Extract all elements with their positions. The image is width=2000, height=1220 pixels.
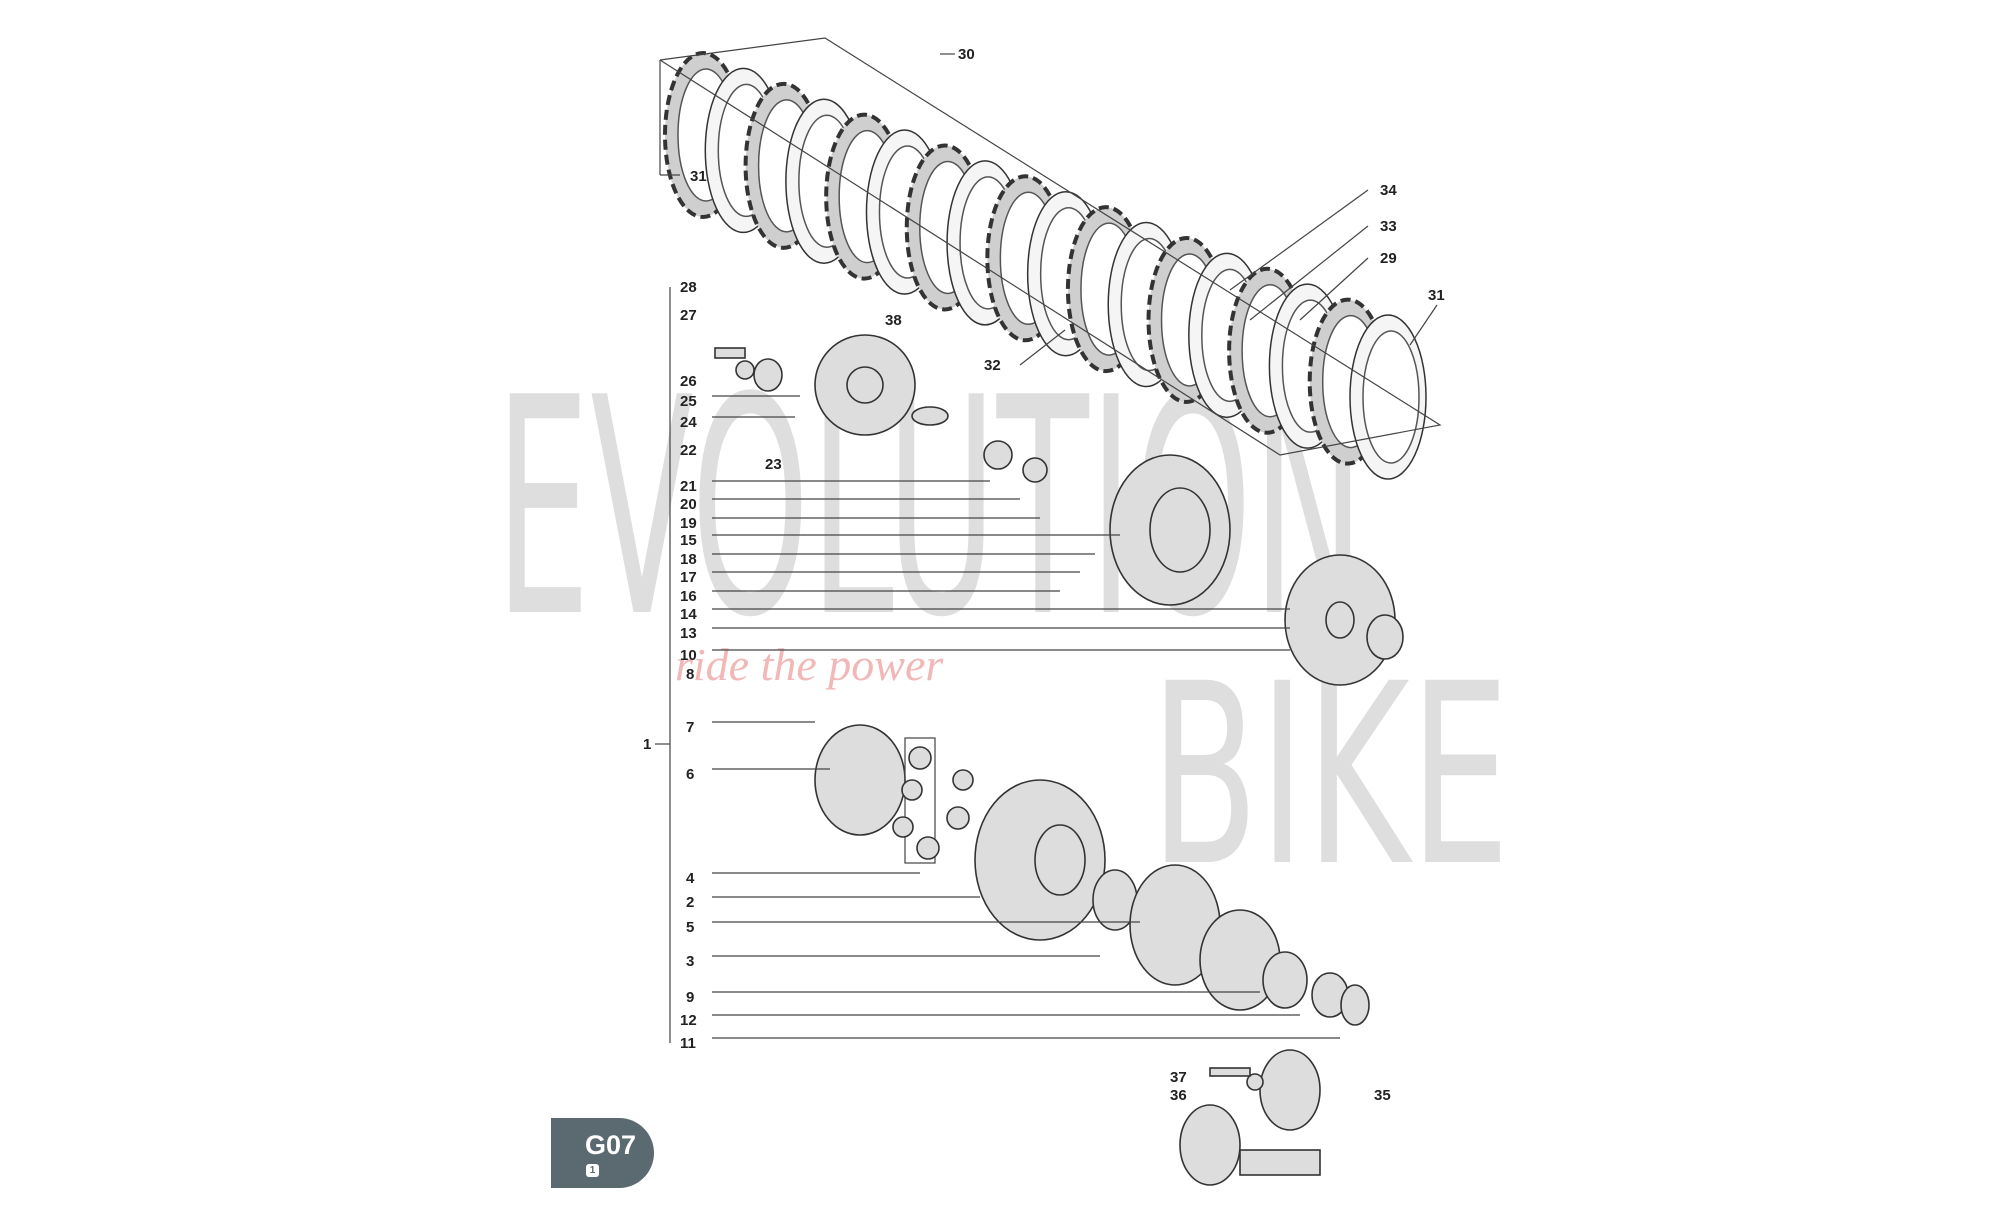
callout-25: 25 bbox=[680, 393, 697, 410]
callout-6: 6 bbox=[686, 766, 694, 783]
spring-bolts bbox=[714, 347, 949, 426]
callout-19: 19 bbox=[680, 515, 697, 532]
callout-11: 11 bbox=[680, 1035, 696, 1052]
callout-30: 30 bbox=[958, 46, 975, 63]
watermark-slogan: ride the power bbox=[675, 639, 944, 690]
callout-31: 31 bbox=[690, 168, 707, 185]
callout-16: 16 bbox=[680, 588, 697, 605]
callout-12: 12 bbox=[680, 1012, 697, 1029]
callout-2: 2 bbox=[686, 894, 694, 911]
callout-33: 33 bbox=[1380, 218, 1397, 235]
plate-leader-lines bbox=[659, 37, 1442, 456]
callout-31-right: 31 bbox=[1428, 287, 1445, 304]
pressure-plate bbox=[814, 334, 916, 436]
callout-10: 10 bbox=[680, 647, 697, 664]
callout-7: 7 bbox=[686, 719, 694, 736]
callout-5: 5 bbox=[686, 919, 694, 936]
callout-32: 32 bbox=[984, 357, 1001, 374]
callout-14: 14 bbox=[680, 606, 697, 623]
callout-37: 37 bbox=[1170, 1069, 1187, 1086]
callout-8: 8 bbox=[686, 666, 694, 683]
callout-9: 9 bbox=[686, 989, 694, 1006]
callout-13: 13 bbox=[680, 625, 697, 642]
section-code: G07 bbox=[585, 1130, 637, 1160]
callout-1: 1 bbox=[643, 736, 651, 753]
callout-35: 35 bbox=[1374, 1087, 1391, 1104]
callout-bracket bbox=[655, 287, 671, 1043]
plate-bore bbox=[1362, 330, 1420, 464]
callout-29: 29 bbox=[1380, 250, 1397, 267]
drive-plate bbox=[1284, 554, 1404, 686]
callout-21: 21 bbox=[680, 478, 697, 495]
section-badge: G07 1 bbox=[551, 1118, 654, 1188]
callout-4: 4 bbox=[686, 870, 695, 887]
clutch-hub bbox=[983, 440, 1231, 606]
callout-labels: 30 31 34 33 29 31 32 38 23 28 27 26 25 2… bbox=[643, 46, 1445, 1104]
dampers bbox=[892, 737, 974, 864]
callout-36: 36 bbox=[1170, 1087, 1187, 1104]
callout-26: 26 bbox=[680, 373, 697, 390]
callout-20: 20 bbox=[680, 496, 697, 513]
callout-34: 34 bbox=[1380, 182, 1397, 199]
callout-23: 23 bbox=[765, 456, 782, 473]
callout-15: 15 bbox=[680, 532, 697, 549]
oil-pump-gear bbox=[1179, 1049, 1321, 1186]
callout-28: 28 bbox=[680, 279, 697, 296]
clutch-plate-stack bbox=[663, 51, 1427, 480]
callout-38: 38 bbox=[885, 312, 902, 329]
clutch-basket bbox=[814, 724, 1370, 1026]
callout-3: 3 bbox=[686, 953, 694, 970]
left-leader-lines bbox=[712, 395, 1340, 1039]
callout-18: 18 bbox=[680, 551, 697, 568]
callout-27: 27 bbox=[680, 307, 697, 324]
callout-22: 22 bbox=[680, 442, 697, 459]
callout-17: 17 bbox=[680, 569, 697, 586]
callout-24: 24 bbox=[680, 414, 697, 431]
page-number: 1 bbox=[586, 1164, 599, 1177]
